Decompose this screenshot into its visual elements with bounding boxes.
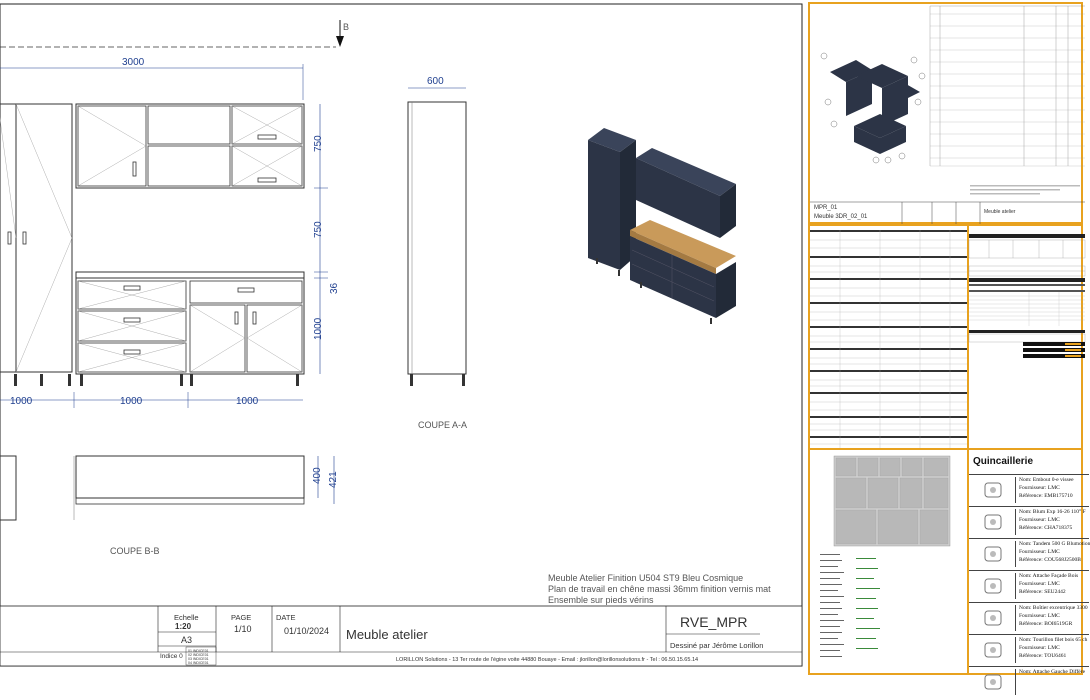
slide-icon — [971, 541, 1016, 567]
hardware-fournisseur: Fournisseur: LMC — [1019, 645, 1060, 651]
hardware-reference: Référence: EMB175710 — [1019, 493, 1073, 499]
hardware-reference: Référence: TOU6461 — [1019, 653, 1067, 659]
clip-icon — [971, 669, 1016, 695]
hardware-nom: Nom: Attache Façade Bois — [1019, 573, 1079, 579]
sheet-nesting-layout[interactable] — [808, 448, 969, 675]
hardware-fournisseur: Fournisseur: LMC — [1019, 581, 1060, 587]
dim-depth-column: 600 — [427, 76, 444, 87]
dim-height-middle: 750 — [313, 221, 324, 238]
date-value: 01/10/2024 — [284, 626, 329, 636]
section-bb-label: COUPE B-B — [110, 546, 160, 556]
hardware-nom: Nom: Tourillon filet bois 65 ch — [1019, 637, 1088, 643]
sheet2-ref: MPR_01 — [814, 205, 838, 211]
dim-height-upper: 750 — [313, 135, 324, 152]
hardware-item-text: Nom: Attache Gauche Différe — [1019, 668, 1085, 676]
dim-width-col3: 1000 — [236, 396, 259, 407]
dim-depth-lower: 400 — [312, 467, 323, 484]
format-value: A3 — [181, 635, 192, 645]
hardware-nom: Nom: Embout 0-e vissee — [1019, 477, 1074, 483]
description-line-2: Plan de travail en chêne massi 36mm fini… — [548, 584, 771, 594]
sheet2-subref: Meuble 3DR_02_01 — [814, 214, 868, 220]
dim-height-lower: 1000 — [313, 317, 324, 340]
revision-3: 03 INDICE01 — [188, 657, 209, 661]
hardware-fournisseur: Fournisseur: LMC — [1019, 517, 1060, 523]
cam-icon — [971, 605, 1016, 631]
drawing-sheet: B 3000 750 7 — [0, 3, 803, 667]
hardware-title: Quincaillerie — [973, 456, 1034, 467]
dowel-icon — [971, 637, 1016, 663]
bracket-icon — [971, 573, 1016, 599]
hardware-reference: Référence: BOI6519GR — [1019, 621, 1073, 627]
hardware-reference: Référence: COU568J2500B — [1019, 557, 1081, 563]
hardware-item: Nom: Attache Gauche Différe — [969, 666, 1089, 697]
drawn-by: Dessiné par Jérôme Lorillon — [670, 641, 763, 650]
cut-list-table — [810, 230, 971, 448]
exploded-drawing — [810, 5, 1085, 226]
isometric-view — [588, 128, 736, 324]
hardware-nom: Nom: Boîtier excentrique 3300 — [1019, 605, 1088, 611]
revision-4: 04 INDICE01 — [188, 661, 209, 665]
hardware-nom: Nom: Tandem 500 G Blumotion — [1019, 541, 1090, 547]
dim-depth-total: 421 — [328, 471, 339, 488]
hardware-nom: Nom: Blum Exp 16-26 110° F — [1019, 509, 1086, 515]
specification-table — [968, 234, 1086, 358]
section-aa-label: COUPE A-A — [418, 420, 467, 430]
scale-label: Echelle — [174, 613, 199, 622]
revision-2: 02 INDICE01 — [188, 653, 209, 657]
dim-total-width: 3000 — [122, 57, 145, 68]
revision-1: 01 INDICE01 — [188, 649, 209, 653]
main-drawing: B 3000 750 7 — [0, 3, 803, 667]
company-info: LORILLON Solutions - 13 Ter route de l'é… — [396, 657, 698, 663]
hinge-icon — [971, 509, 1016, 535]
description-line-1: Meuble Atelier Finition U504 ST9 Bleu Co… — [548, 573, 743, 583]
hardware-fournisseur: Fournisseur: LMC — [1019, 613, 1060, 619]
screw-icon — [971, 477, 1016, 503]
sheet-exploded-view[interactable]: MPR_01 Meuble 3DR_02_01 Meuble atelier — [808, 2, 1085, 226]
dim-width-col1: 1000 — [10, 396, 33, 407]
hardware-fournisseur: Fournisseur: LMC — [1019, 549, 1060, 555]
page-label: PAGE — [231, 613, 251, 622]
drawing-title: Meuble atelier — [346, 627, 428, 642]
title-block — [0, 605, 803, 667]
date-label: DATE — [276, 613, 295, 622]
hardware-reference: Référence: CHA718375 — [1019, 525, 1073, 531]
hardware-item-text: Nom: Blum Exp 16-26 110° F Fournisseur: L… — [1019, 508, 1086, 532]
hardware-fournisseur: Fournisseur: LMC — [1019, 485, 1060, 491]
dim-height-worktop: 36 — [329, 282, 340, 294]
sheet-cut-list[interactable] — [808, 224, 971, 450]
hardware-item: Nom: Tourillon filet bois 65 ch Fournisse… — [969, 634, 1089, 665]
index-label: Indice 0 — [160, 653, 183, 660]
description-line-3: Ensemble sur pieds vérins — [548, 595, 654, 605]
drawing-reference: RVE_MPR — [680, 614, 747, 630]
scale-value: 1:20 — [175, 622, 192, 631]
section-marker-b: B — [343, 22, 349, 32]
hardware-item: Nom: Blum Exp 16-26 110° F Fournisseur: L… — [969, 506, 1089, 537]
nesting-layout — [820, 455, 951, 657]
page-value: 1/10 — [234, 624, 252, 634]
sheet2-title: Meuble atelier — [984, 209, 1016, 215]
hardware-nom: Nom: Attache Gauche Différe — [1019, 669, 1086, 675]
hardware-item-text: Nom: Tourillon filet bois 65 ch Fournisse… — [1019, 636, 1087, 660]
dim-width-col2: 1000 — [120, 396, 143, 407]
hardware-reference: Référence: SEU2442 — [1019, 589, 1066, 595]
sheet-specification[interactable] — [967, 224, 1086, 450]
